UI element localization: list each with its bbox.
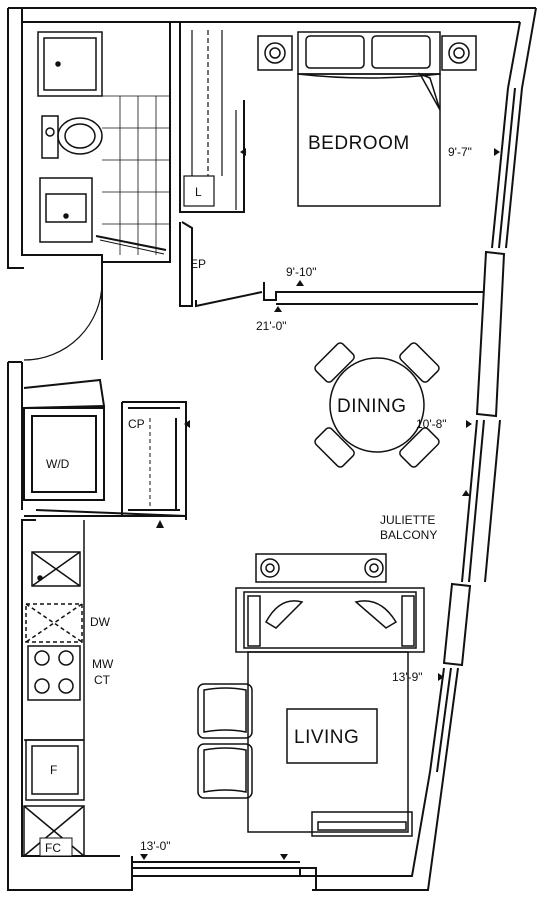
wall-south (7, 362, 133, 891)
room-label-living: LIVING (294, 727, 359, 748)
balcony-label-line2: BALCONY (380, 528, 437, 542)
room-label-bedroom: BEDROOM (308, 133, 410, 154)
east-pier-2 (442, 582, 472, 667)
dim-arrow (462, 490, 470, 496)
dim-arrow (274, 306, 282, 312)
dim-arrow (466, 420, 472, 428)
coat-closet-label: CP (128, 417, 145, 431)
wall-west-upper (7, 8, 24, 269)
bathroom-fixtures (37, 31, 170, 255)
dim-arrow (296, 280, 304, 286)
entry-door (23, 268, 103, 361)
room-label-dining: DINING (337, 396, 407, 417)
linen-label: L (195, 185, 202, 199)
exterior-walls (7, 7, 537, 891)
toilet-bowl (57, 117, 103, 155)
linen-closet (183, 30, 237, 210)
cooktop-label: CT (94, 673, 111, 687)
bathtub (37, 31, 103, 97)
dimension-bedroom-depth: 21'-0" (256, 319, 287, 333)
interior-walls (23, 22, 484, 520)
dim-arrow (184, 420, 190, 428)
dim-arrow (280, 854, 288, 860)
kitchen-counter (23, 520, 85, 857)
dishwasher-label: DW (90, 615, 111, 629)
toilet-tank (41, 115, 59, 159)
dim-arrow (140, 854, 148, 860)
vanity (39, 177, 93, 243)
dimension-living-depth: 13'-0" (140, 839, 171, 853)
living-label-box (286, 708, 378, 764)
dimension-living-width: 13'-9" (392, 670, 423, 684)
fan-coil-label: FC (45, 841, 61, 855)
dim-arrow (438, 673, 444, 681)
bed (257, 31, 477, 207)
balcony-label-line1: JULIETTE (380, 513, 435, 527)
dim-arrow (240, 148, 246, 156)
microwave-label: MW (92, 657, 114, 671)
living-furniture (197, 553, 425, 837)
east-pier-1 (475, 250, 506, 418)
dim-arrow (494, 148, 500, 156)
dining-table (314, 342, 440, 468)
wall-east-top (521, 7, 537, 89)
dimension-bedroom-width: 9'-10" (286, 265, 317, 279)
fridge-label: F (50, 763, 57, 777)
dim-arrow (156, 520, 164, 528)
washer-dryer-label: W/D (46, 457, 70, 471)
dimension-dining-width: 10'-8" (416, 417, 447, 431)
dimension-bedroom-height: 9'-7" (448, 145, 472, 159)
entry-closet-label: EP (190, 257, 206, 271)
